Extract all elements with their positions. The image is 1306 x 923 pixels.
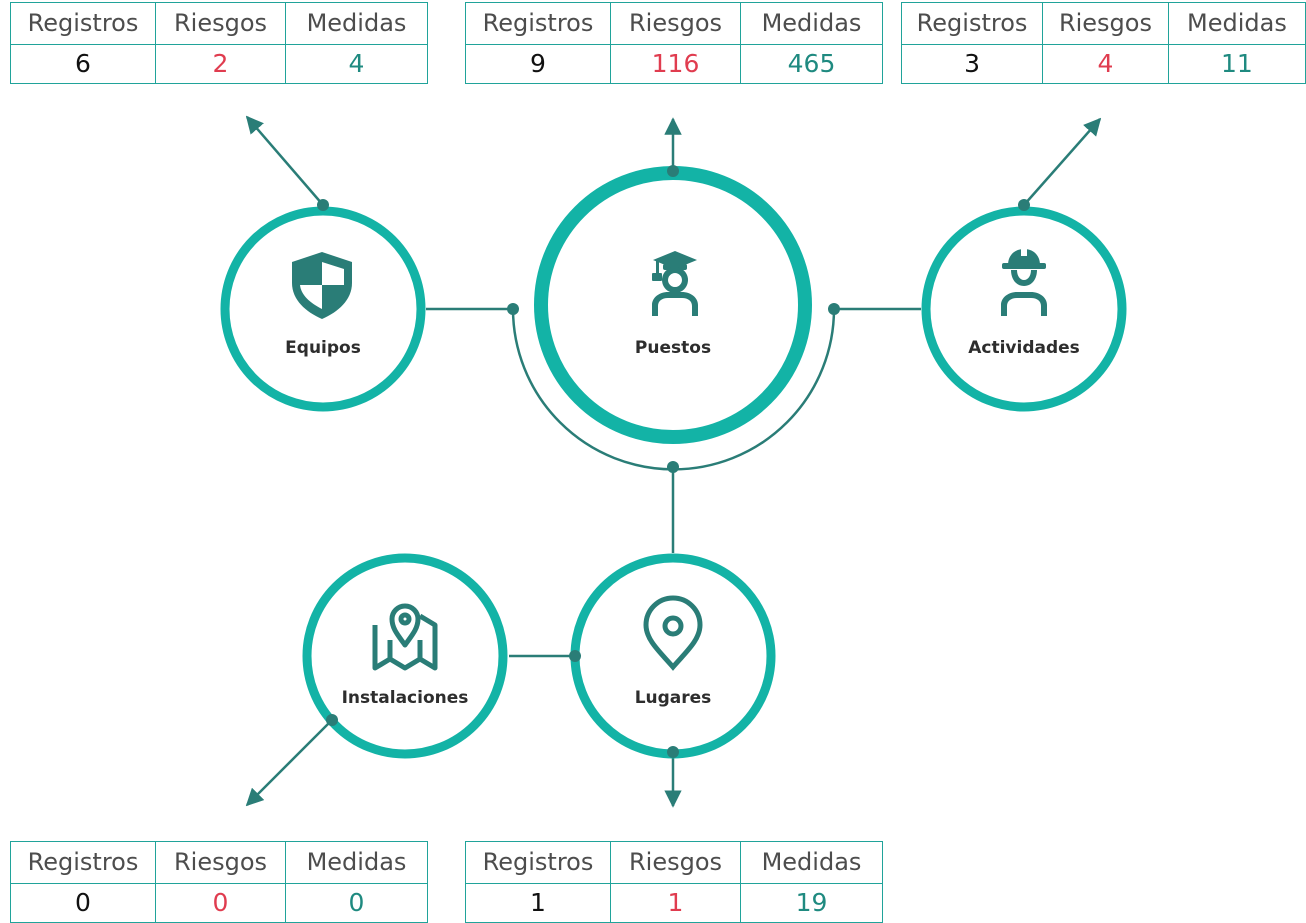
connector-dots bbox=[317, 165, 1030, 758]
stats-table-puestos: Registros Riesgos Medidas 9 116 465 bbox=[465, 2, 883, 84]
arrow-actividades bbox=[1023, 117, 1102, 206]
node-puestos[interactable]: Puestos bbox=[534, 166, 812, 444]
node-actividades[interactable]: Actividades bbox=[921, 206, 1127, 412]
header-riesgos: Riesgos bbox=[610, 2, 741, 45]
value-registros: 9 bbox=[465, 44, 611, 84]
header-riesgos: Riesgos bbox=[155, 841, 286, 884]
value-registros: 0 bbox=[10, 883, 156, 923]
header-medidas: Medidas bbox=[740, 2, 883, 45]
value-riesgos: 0 bbox=[155, 883, 286, 923]
shield-icon bbox=[292, 252, 352, 319]
header-registros: Registros bbox=[900, 2, 1044, 45]
value-medidas: 0 bbox=[285, 883, 428, 923]
arrow-equipos bbox=[245, 115, 324, 206]
node-equipos[interactable]: Equipos bbox=[220, 206, 426, 412]
arrow-instalaciones bbox=[245, 719, 333, 807]
node-label-equipos: Equipos bbox=[285, 338, 361, 358]
stats-table-equipos: Registros Riesgos Medidas 6 2 4 bbox=[10, 2, 428, 84]
header-registros: Registros bbox=[465, 841, 611, 884]
header-medidas: Medidas bbox=[285, 841, 428, 884]
header-riesgos: Riesgos bbox=[155, 2, 286, 45]
value-registros: 6 bbox=[10, 44, 156, 84]
node-label-actividades: Actividades bbox=[968, 338, 1080, 358]
header-medidas: Medidas bbox=[740, 841, 883, 884]
value-medidas: 11 bbox=[1167, 44, 1306, 84]
value-registros: 3 bbox=[900, 44, 1044, 84]
value-riesgos: 2 bbox=[155, 44, 286, 84]
header-registros: Registros bbox=[10, 2, 156, 45]
value-medidas: 465 bbox=[740, 44, 883, 84]
node-instalaciones[interactable]: Instalaciones bbox=[302, 553, 508, 759]
header-riesgos: Riesgos bbox=[610, 841, 741, 884]
header-medidas: Medidas bbox=[285, 2, 428, 45]
value-riesgos: 116 bbox=[610, 44, 741, 84]
value-medidas: 4 bbox=[285, 44, 428, 84]
stats-table-lugares: Registros Riesgos Medidas 1 1 19 bbox=[465, 841, 883, 923]
value-registros: 1 bbox=[465, 883, 611, 923]
header-registros: Registros bbox=[465, 2, 611, 45]
worker-helmet-icon bbox=[1001, 246, 1047, 316]
graduate-user-icon bbox=[652, 251, 698, 316]
node-label-instalaciones: Instalaciones bbox=[342, 688, 469, 708]
stats-table-instalaciones: Registros Riesgos Medidas 0 0 0 bbox=[10, 841, 428, 923]
location-pin-icon bbox=[643, 595, 703, 671]
value-riesgos: 1 bbox=[610, 883, 741, 923]
value-medidas: 19 bbox=[740, 883, 883, 923]
node-lugares[interactable]: Lugares bbox=[570, 553, 776, 759]
header-registros: Registros bbox=[10, 841, 156, 884]
node-label-lugares: Lugares bbox=[635, 688, 712, 708]
header-riesgos: Riesgos bbox=[1042, 2, 1169, 45]
value-riesgos: 4 bbox=[1042, 44, 1169, 84]
header-medidas: Medidas bbox=[1167, 2, 1306, 45]
stats-table-actividades: Registros Riesgos Medidas 3 4 11 bbox=[900, 2, 1306, 84]
node-label-puestos: Puestos bbox=[635, 338, 711, 358]
map-pin-icon bbox=[372, 603, 438, 671]
